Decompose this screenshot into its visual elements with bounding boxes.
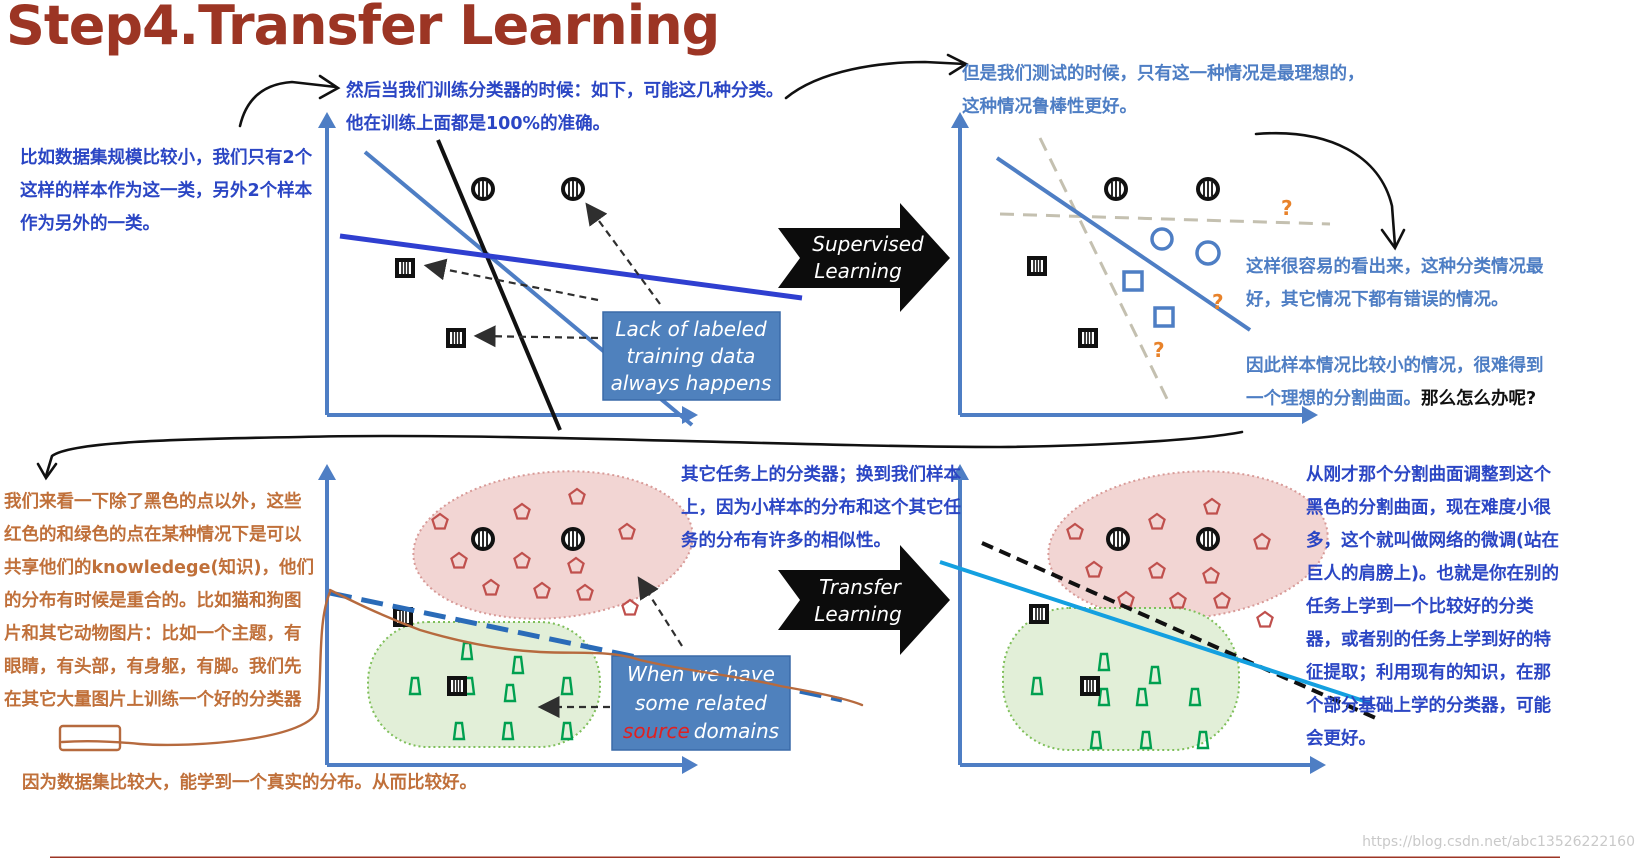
test-square [1153,306,1175,328]
question-mark: ? [1153,338,1165,362]
lack-box-line-3: always happens [611,371,772,395]
lack-box-line-2: training data [627,344,756,368]
green-domain [1002,607,1240,751]
lack-of-labeled-data-box: Lack of labeled training data always hap… [602,311,781,401]
test-circle [1150,227,1174,251]
black-circle-sample [560,176,586,202]
note-training-classifiers: 然后当我们训练分类器的时候：如下，可能这几种分类。他在训练上面都是100%的准确… [346,81,784,134]
note-shared-knowledge: 我们来看一下除了黑色的点以外，这些红色的和绿色的点在某种情况下是可以共享他们的k… [4,492,314,710]
supervised-learning-arrow: Supervised Learning [778,203,950,312]
transfer-label-1: Transfer [819,575,903,599]
related-box-line-2: some related [635,691,767,715]
note-large-dataset: 因为数据集比较大，能学到一个真实的分布。从而比较好。 [22,773,477,793]
note-hard-to-split-text: 因此样本情况比较小的情况，很难得到一个理想的分割曲面。 [1246,356,1544,409]
watermark: https://blog.csdn.net/abc13526222160 [1362,834,1635,850]
classifier-line-black [436,139,562,431]
test-square [1122,270,1144,292]
brown-handwritten-curve [58,588,864,752]
note-hard-to-split: 因此样本情况比较小的情况，很难得到一个理想的分割曲面。那么怎么办呢? [1246,350,1558,416]
red-source-domain [412,470,694,620]
black-circle-sample [470,176,496,202]
slide-title: Step4.Transfer Learning [6,0,720,57]
transfer-learning-arrow: Transfer Learning [778,545,950,655]
classifier-line-blue [339,233,803,301]
black-circle-sample [1103,176,1129,202]
supervised-label-2: Learning [814,259,902,283]
black-circle-sample [1195,176,1221,202]
note-best-split: 这样很容易的看出来，这种分类情况最好，其它情况下都有错误的情况。 [1246,257,1544,310]
fine-tuned-classifier-line [981,541,1381,722]
black-square-sample [1026,255,1048,277]
supervised-label-1: Supervised [812,232,924,256]
panel-small-sample-classifiers: Lack of labeled training data always hap… [318,112,803,431]
question-mark: ? [1281,196,1293,220]
black-square-sample [394,257,416,279]
transfer-label-2: Learning [814,602,902,626]
red-domain [1047,470,1329,620]
test-circle [1195,240,1221,266]
note-testing-ideal: 但是我们测试的时候，只有这一种情况是最理想的，这种情况鲁棒性更好。 [962,64,1365,117]
ideal-classifier-line [995,156,1252,332]
question-mark: ? [1212,290,1224,314]
note-what-to-do: 那么怎么办呢? [1421,389,1537,409]
panel-ideal-classifier: ? ? ? [951,112,1331,424]
black-square-sample [1077,327,1099,349]
related-box-line-1: When we have [627,662,775,686]
note-other-task-classifier: 其它任务上的分类器；换到我们样本上，因为小样本的分布和这个其它任务的分布有许多的… [681,465,961,551]
panel-fine-tuned-classifier [939,464,1381,774]
handwritten-annotations [36,53,1406,481]
note-fine-tuning: 从刚才那个分割曲面调整到这个黑色的分割曲面，现在难度小很多，这个就叫做网络的微调… [1306,465,1559,749]
lack-box-line-1: Lack of labeled [615,317,767,341]
black-square-sample [445,327,467,349]
transferred-classifier-line [939,560,1371,705]
note-small-dataset: 比如数据集规模比较小，我们只有2个这样的样本作为这一类，另外2个样本作为另外的一… [20,148,313,234]
